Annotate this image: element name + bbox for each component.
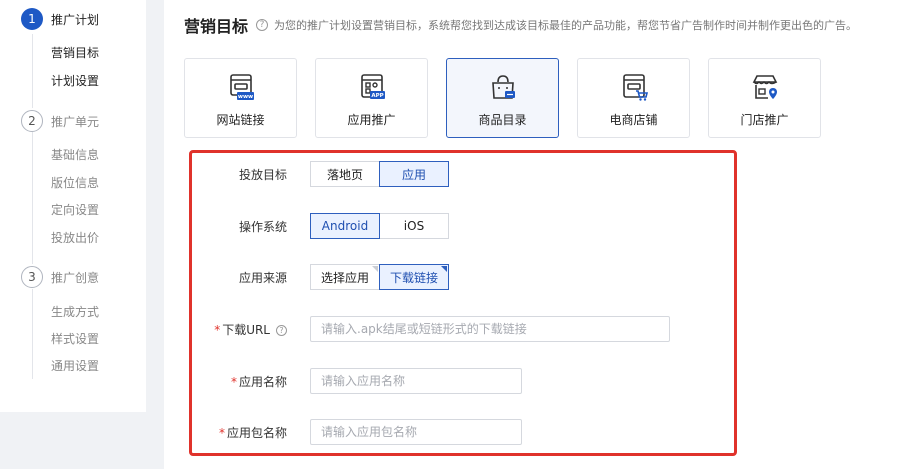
step-3[interactable]: 3 推广创意 <box>21 266 99 288</box>
website-link-icon: www <box>229 74 254 100</box>
app-source-download-link-label: 下载链接 <box>389 270 438 285</box>
step-1-number: 1 <box>21 8 43 30</box>
goal-label: 网站链接 <box>216 113 265 127</box>
goal-card-app-promotion[interactable]: APP 应用推广 <box>315 58 428 138</box>
app-source-segmented: 选择应用 下载链接 <box>310 264 449 290</box>
delivery-target-landing-page-option[interactable]: 落地页 <box>310 161 380 187</box>
step-1[interactable]: 1 推广计划 <box>21 8 99 30</box>
help-icon[interactable]: ? <box>276 324 287 336</box>
goal-label: 商品目录 <box>478 113 527 127</box>
os-segmented: Android iOS <box>310 213 449 239</box>
section-header: 营销目标 ? 为您的推广计划设置营销目标，系统帮您找到达成该目标最佳的产品功能，… <box>184 13 857 37</box>
sidebar-item-bidding[interactable]: 投放出价 <box>51 231 100 245</box>
download-url-label: *下载URL? <box>192 321 287 338</box>
app-source-download-link-option[interactable]: 下载链接 <box>379 264 449 290</box>
sidebar-item-style-settings[interactable]: 样式设置 <box>51 332 100 346</box>
sidebar: 1 推广计划 营销目标 计划设置 2 推广单元 基础信息 版位信息 定向设置 投… <box>0 0 146 412</box>
goal-label: 电商店铺 <box>609 113 658 127</box>
step-2[interactable]: 2 推广单元 <box>21 110 99 132</box>
app-name-row: *应用名称 <box>192 368 522 394</box>
package-name-label-text: 应用包名称 <box>226 425 287 440</box>
step-3-number: 3 <box>21 266 43 288</box>
step-2-label: 推广单元 <box>51 114 100 129</box>
step-2-number: 2 <box>21 110 43 132</box>
corner-indicator-icon <box>441 266 447 272</box>
sidebar-item-marketing-goal[interactable]: 营销目标 <box>51 46 100 60</box>
required-mark: * <box>230 374 237 389</box>
step-connector <box>32 34 33 108</box>
package-name-row: *应用包名称 <box>192 419 522 445</box>
app-source-label: 应用来源 <box>238 270 287 285</box>
sidebar-item-general-settings[interactable]: 通用设置 <box>51 359 100 373</box>
app-name-label-text: 应用名称 <box>238 374 287 389</box>
delivery-target-segmented: 落地页 应用 <box>310 161 449 187</box>
app-name-label: *应用名称 <box>192 373 287 390</box>
os-row: 操作系统 Android iOS <box>192 213 449 239</box>
goal-options: www 网站链接 APP 应用推广 <box>184 58 839 138</box>
step-3-label: 推广创意 <box>51 270 100 285</box>
sidebar-item-placement-info[interactable]: 版位信息 <box>51 176 100 190</box>
os-label: 操作系统 <box>238 219 287 234</box>
sidebar-item-basic-info[interactable]: 基础信息 <box>51 148 100 162</box>
goal-card-ecommerce-store[interactable]: 电商店铺 <box>577 58 690 138</box>
sidebar-item-generation-method[interactable]: 生成方式 <box>51 305 100 319</box>
package-name-label: *应用包名称 <box>192 424 287 441</box>
goal-label: 应用推广 <box>347 113 396 127</box>
product-catalog-icon <box>491 75 515 99</box>
step-navigator: 1 推广计划 营销目标 计划设置 2 推广单元 基础信息 版位信息 定向设置 投… <box>0 0 136 412</box>
required-mark: * <box>218 425 225 440</box>
app-promotion-icon: APP <box>360 74 385 99</box>
goal-badge-www: www <box>237 94 252 100</box>
corner-indicator-icon <box>372 266 378 272</box>
step-connector <box>32 132 33 264</box>
app-source-select-app-label: 选择应用 <box>320 270 369 285</box>
sidebar-item-plan-settings[interactable]: 计划设置 <box>51 74 100 88</box>
delivery-target-row: 投放目标 落地页 应用 <box>192 161 449 187</box>
store-promotion-icon <box>752 75 777 99</box>
help-icon[interactable]: ? <box>256 19 269 31</box>
os-ios-option[interactable]: iOS <box>379 213 449 239</box>
page-subtitle: 为您的推广计划设置营销目标，系统帮您找到达成该目标最佳的产品功能，帮您节省广告制… <box>274 19 858 32</box>
page-title: 营销目标 <box>184 17 249 36</box>
ecommerce-store-icon <box>622 74 648 101</box>
download-url-label-text: 下载URL <box>222 322 270 337</box>
sidebar-item-targeting[interactable]: 定向设置 <box>51 203 100 217</box>
os-android-option[interactable]: Android <box>310 213 380 239</box>
goal-label: 门店推广 <box>740 113 789 127</box>
step-1-label: 推广计划 <box>51 12 100 27</box>
app-name-input[interactable] <box>310 368 522 394</box>
main-panel: 营销目标 ? 为您的推广计划设置营销目标，系统帮您找到达成该目标最佳的产品功能，… <box>164 0 901 469</box>
goal-card-product-catalog[interactable]: 商品目录 <box>446 58 559 138</box>
package-name-input[interactable] <box>310 419 522 445</box>
download-url-input[interactable] <box>310 316 670 342</box>
app-settings-form: 投放目标 落地页 应用 操作系统 Android iOS 应用来源 选择应用 <box>189 150 737 456</box>
delivery-target-app-option[interactable]: 应用 <box>379 161 449 187</box>
goal-card-store-promotion[interactable]: 门店推广 <box>708 58 821 138</box>
app-source-row: 应用来源 选择应用 下载链接 <box>192 264 449 290</box>
app-source-select-app-option[interactable]: 选择应用 <box>310 264 380 290</box>
goal-badge-app: APP <box>371 93 383 99</box>
step-connector <box>32 289 33 379</box>
goal-card-website-link[interactable]: www 网站链接 <box>184 58 297 138</box>
delivery-target-label: 投放目标 <box>238 167 287 182</box>
download-url-row: *下载URL? <box>192 316 670 342</box>
required-mark: * <box>214 322 221 337</box>
